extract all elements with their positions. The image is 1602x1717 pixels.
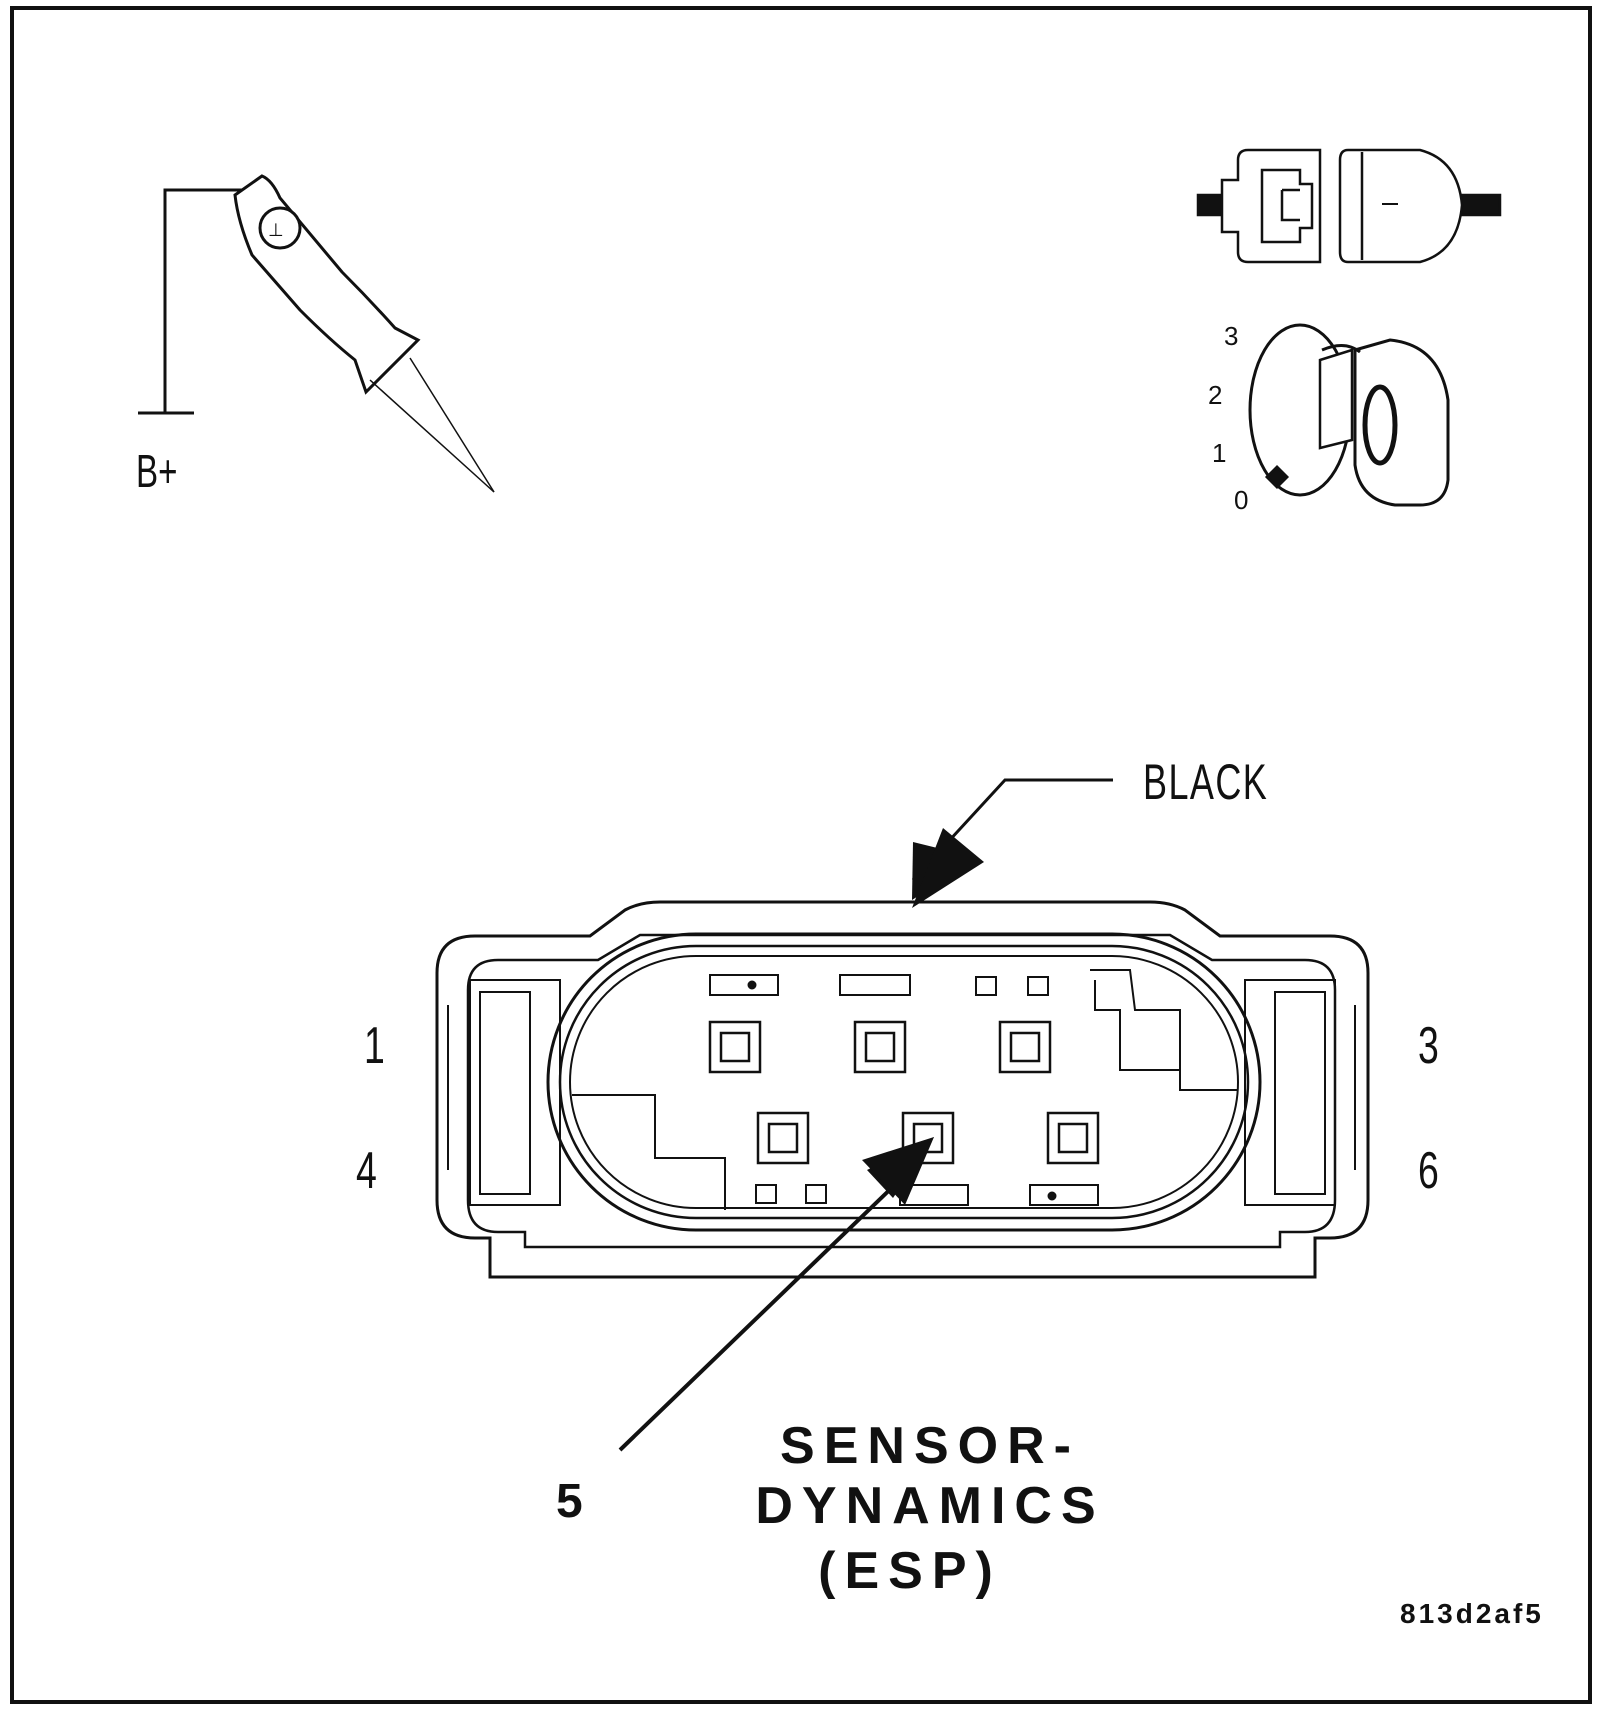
pin-label-4: 4 xyxy=(356,1142,377,1200)
pin-label-3: 3 xyxy=(1418,1017,1439,1075)
ignition-key-icon xyxy=(1248,323,1450,507)
terminal-2 xyxy=(853,1020,907,1074)
terminal-1 xyxy=(708,1020,762,1074)
connector-color-label: BLACK xyxy=(1143,754,1269,810)
terminal-3 xyxy=(998,1020,1052,1074)
terminal-6 xyxy=(1046,1111,1100,1165)
terminal-cavities xyxy=(708,1020,1100,1165)
b-plus-label: B+ xyxy=(136,445,178,497)
ignition-position-3: 3 xyxy=(1224,321,1239,351)
connector-name-line-2: DYNAMICS xyxy=(755,1477,1105,1535)
connector-name-line-1: SENSOR- xyxy=(780,1417,1080,1475)
terminal-4 xyxy=(756,1111,810,1165)
black-leader-arrow xyxy=(911,778,1113,908)
pin-5-arrow xyxy=(618,1137,934,1452)
ignition-position-0: 0 xyxy=(1234,485,1249,515)
svg-text:⊥: ⊥ xyxy=(268,220,284,240)
connector-face xyxy=(435,900,1370,1279)
pin-label-6: 6 xyxy=(1418,1142,1439,1200)
ignition-position-2: 2 xyxy=(1208,380,1223,410)
figure-border xyxy=(10,6,1592,1704)
indicated-pin-label: 5 xyxy=(556,1475,583,1528)
terminal-5 xyxy=(901,1111,955,1165)
pin-label-1: 1 xyxy=(364,1017,385,1075)
connector-name-line-3: (ESP) xyxy=(818,1542,1002,1600)
test-probe-icon: ⊥ xyxy=(233,174,495,493)
figure-id: 813d2af5 xyxy=(1400,1598,1544,1629)
b-plus-symbol xyxy=(138,188,245,415)
ignition-position-1: 1 xyxy=(1212,438,1227,468)
disconnected-connector-icon xyxy=(1196,148,1502,264)
